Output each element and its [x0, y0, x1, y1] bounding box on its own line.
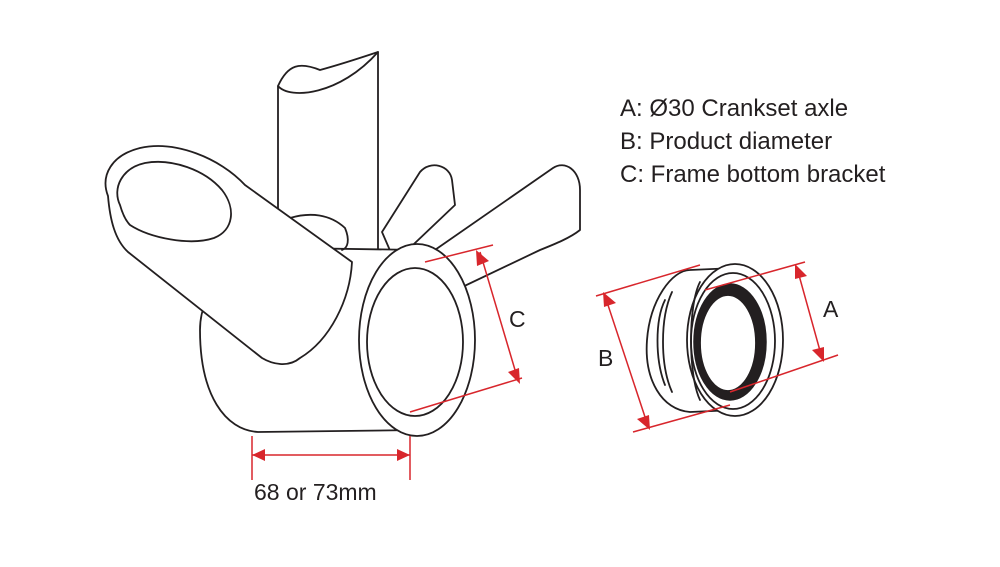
- rear-stay-tube: [381, 164, 456, 263]
- legend: A: Ø30 Crankset axle B: Product diameter…: [620, 92, 885, 191]
- cup-grooves: [656, 281, 701, 401]
- dimension-a: A: [704, 261, 839, 393]
- legend-item-c: C: Frame bottom bracket: [620, 161, 886, 188]
- dimension-width: 68 or 73mm: [251, 436, 411, 505]
- seat-tube-cut: [277, 51, 379, 94]
- label-a: A: [823, 296, 839, 322]
- dimension-b: B: [595, 264, 731, 433]
- shell-inner-bore: [366, 267, 464, 417]
- cup-bore: [699, 294, 757, 392]
- shell-seam: [289, 213, 349, 251]
- chainstay-tube: [431, 164, 581, 301]
- bearing-cup-drawing: [645, 263, 784, 417]
- frame-bottom-bracket-drawing: [104, 51, 581, 437]
- label-c: C: [509, 306, 526, 332]
- label-width: 68 or 73mm: [254, 479, 377, 505]
- dimension-c: C: [409, 244, 526, 413]
- legend-item-a: A: Ø30 Crankset axle: [620, 95, 849, 122]
- legend-item-b: B: Product diameter: [620, 128, 833, 155]
- down-tube-opening: [116, 161, 232, 243]
- label-b: B: [598, 345, 613, 371]
